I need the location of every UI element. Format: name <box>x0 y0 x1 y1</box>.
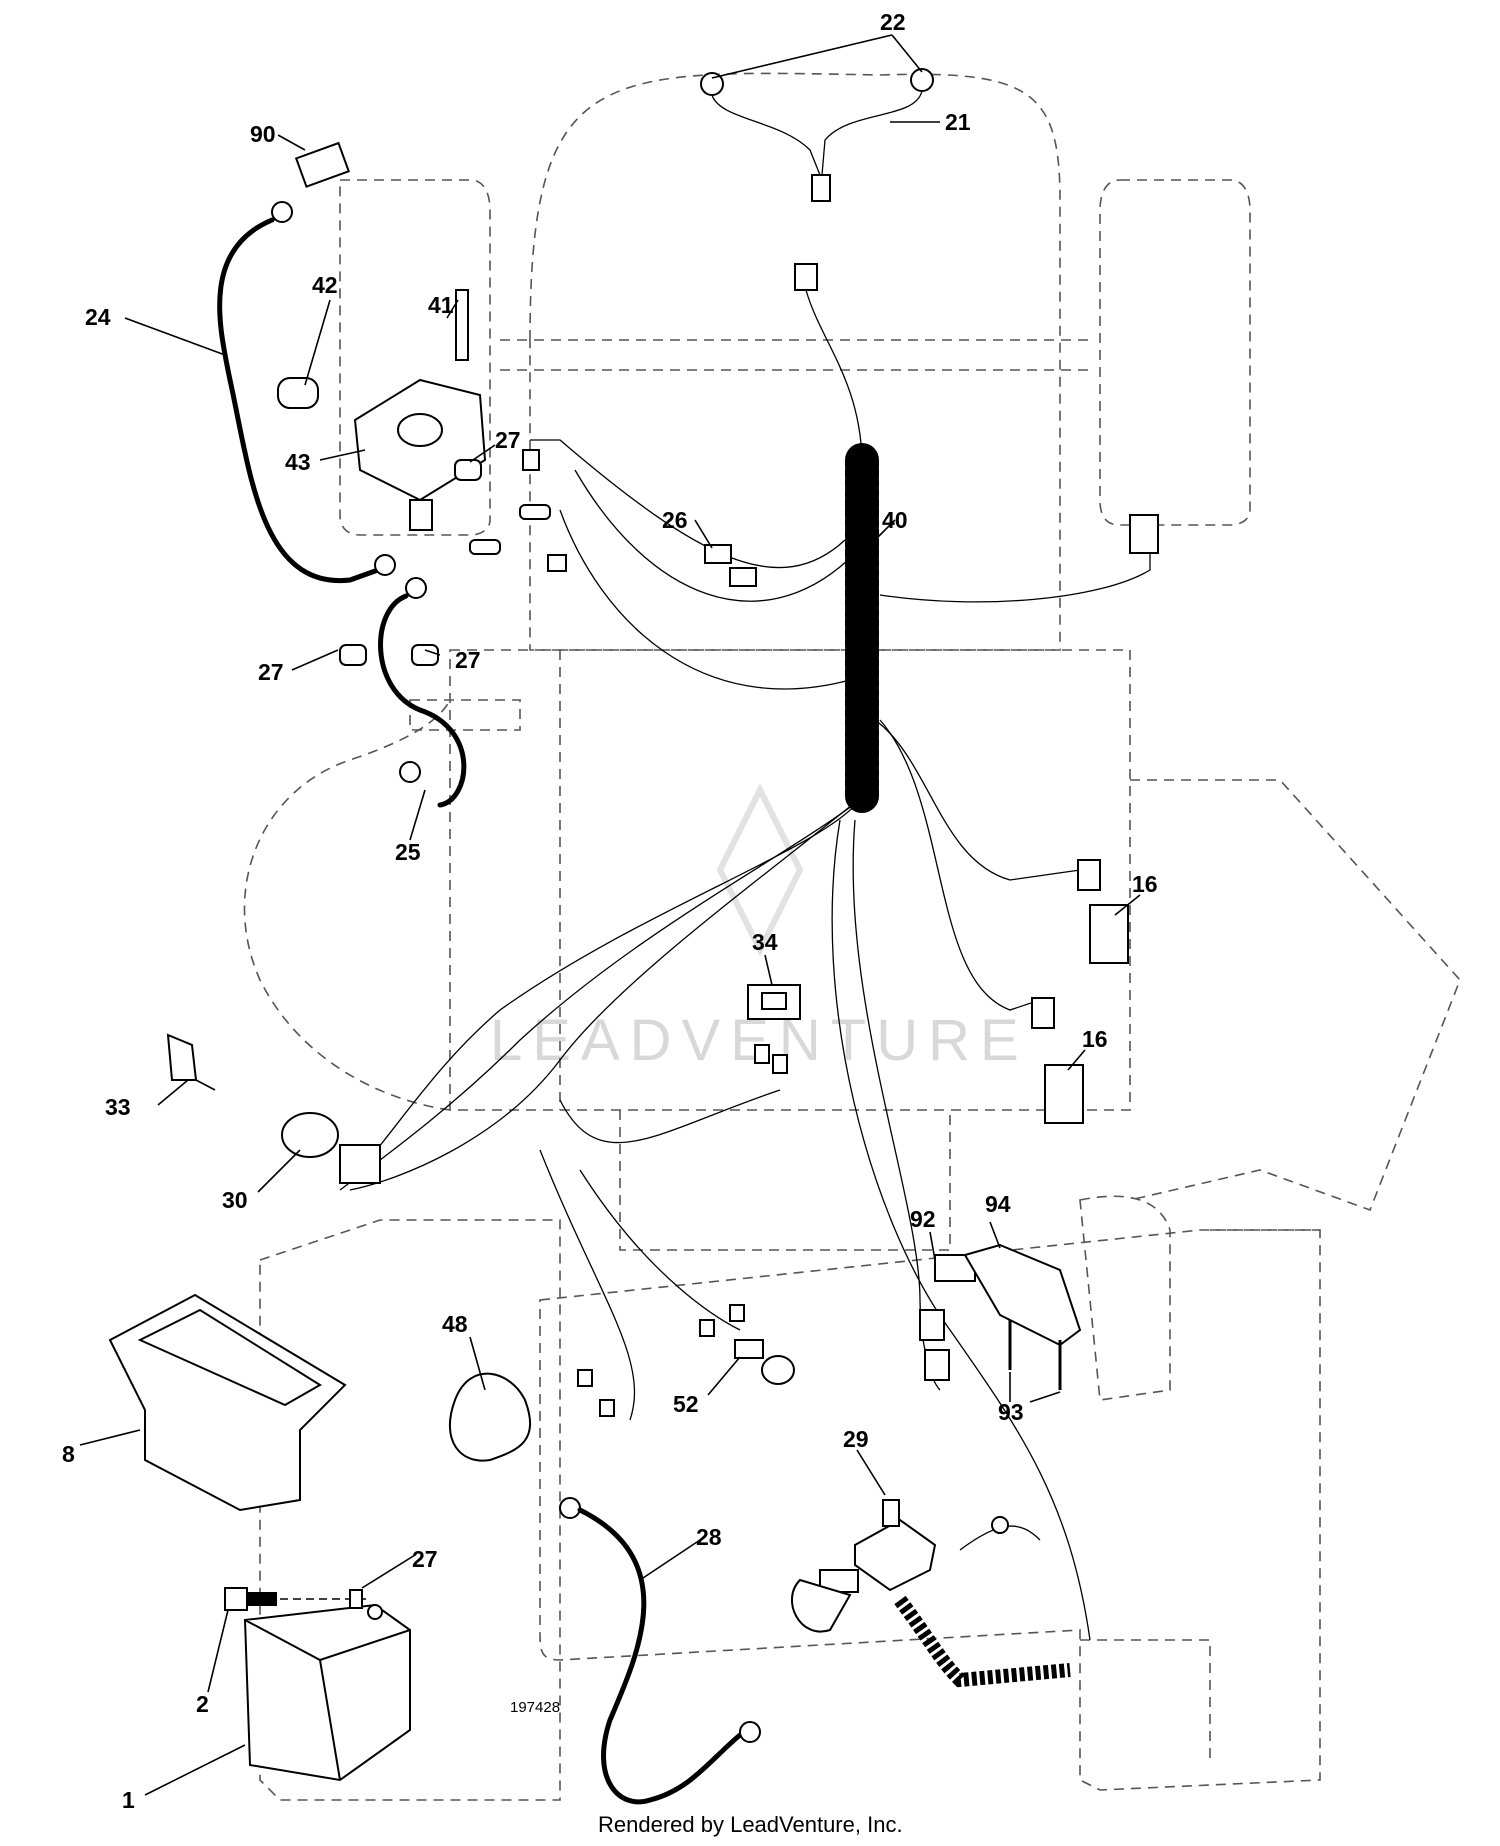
harness-right-connector <box>1129 514 1159 554</box>
callout-94: 94 <box>985 1191 1011 1217</box>
nut-27-d <box>349 1589 363 1609</box>
part-52-bulb <box>699 1304 795 1385</box>
part-30-ignition-switch <box>281 1112 381 1184</box>
callout-1: 1 <box>122 1787 135 1813</box>
callout-42: 42 <box>312 272 338 298</box>
cable-24 <box>217 217 381 583</box>
connector-92-c <box>924 1349 950 1381</box>
bolt-2-head <box>224 1587 248 1611</box>
module-94 <box>963 1243 1082 1347</box>
callout-48: 48 <box>442 1311 468 1337</box>
callout-92: 92 <box>910 1206 936 1232</box>
callout-27b: 27 <box>455 647 481 673</box>
switch-34-terminal-b <box>772 1054 788 1074</box>
callout-25: 25 <box>395 839 421 865</box>
part-2-bolt <box>224 1587 370 1611</box>
headlight-assembly <box>700 68 934 202</box>
switch-29-plunger <box>882 1499 900 1527</box>
callout-30: 30 <box>222 1187 248 1213</box>
callout-93: 93 <box>998 1399 1024 1425</box>
part-8-battery-tray <box>108 1293 347 1512</box>
callout-28: 28 <box>696 1524 722 1550</box>
bolt-2-shank <box>247 1592 277 1606</box>
part-92-94-93 <box>919 1243 1082 1390</box>
terminal-48-b <box>599 1399 615 1417</box>
cable-25 <box>378 593 467 808</box>
part-16-switches <box>1031 859 1129 1124</box>
callout-21: 21 <box>945 109 971 135</box>
render-credit: Rendered by LeadVenture, Inc. <box>598 1812 903 1837</box>
connector-26-b <box>729 567 757 587</box>
part-29-switch <box>790 1499 1071 1688</box>
harness-terminal-a <box>522 449 540 471</box>
harness-headlight-plug <box>794 263 818 291</box>
part-34-switch <box>747 984 801 1074</box>
connector-92-b <box>919 1309 945 1341</box>
part-27-nut-a <box>454 459 482 481</box>
connector-26-a <box>704 544 732 564</box>
coiled-cable <box>894 1595 1071 1688</box>
part-27-nut-c <box>411 644 439 666</box>
switch-29 <box>854 1518 937 1592</box>
bulb-52 <box>761 1355 795 1385</box>
tractor-frame-outline <box>243 72 1461 1801</box>
callout-43: 43 <box>285 449 311 475</box>
part-48-bulb <box>449 1369 615 1462</box>
part-1-battery <box>243 1603 411 1782</box>
switch-16-plug-b <box>1031 997 1055 1029</box>
callout-34: 34 <box>752 929 778 955</box>
part-42 <box>277 377 319 409</box>
callout-90: 90 <box>250 121 276 147</box>
cable-24-terminal-top <box>271 201 293 223</box>
switch-34-terminal-a <box>754 1044 770 1064</box>
part-26-connectors <box>704 544 757 587</box>
callout-27d: 27 <box>412 1546 438 1572</box>
socket-52 <box>734 1339 764 1359</box>
part-33-key <box>166 1033 216 1091</box>
cable-28-terminal-bottom <box>739 1721 761 1743</box>
callout-22: 22 <box>880 9 906 35</box>
switch-16-a <box>1089 904 1129 964</box>
part-41-bolt <box>455 289 469 361</box>
bulb-48 <box>449 1372 531 1462</box>
callout-8: 8 <box>62 1441 75 1467</box>
callout-52: 52 <box>673 1391 699 1417</box>
switch-16-b <box>1044 1064 1084 1124</box>
callout-40: 40 <box>882 507 908 533</box>
callout-41: 41 <box>428 292 454 318</box>
callout-24: 24 <box>85 304 111 330</box>
part-27-nut-b <box>339 644 367 666</box>
callout-16b: 16 <box>1082 1026 1108 1052</box>
callout-29: 29 <box>843 1426 869 1452</box>
ignition-switch-30 <box>281 1112 339 1158</box>
switch-34-body <box>747 984 801 1020</box>
callout-27a: 27 <box>495 427 521 453</box>
callout-27c: 27 <box>258 659 284 685</box>
main-harness <box>339 263 1159 1641</box>
callout-labels: 22 21 90 42 41 24 43 27 26 40 27 27 25 1… <box>62 9 1158 1813</box>
leader-lines <box>79 34 1141 1796</box>
headlight-right <box>910 68 934 92</box>
callout-16a: 16 <box>1132 871 1158 897</box>
cable-28 <box>559 1497 761 1805</box>
upper-left-parts <box>217 141 567 808</box>
switch-16-plug-a <box>1077 859 1101 891</box>
cable-24-terminal-bottom <box>374 554 396 576</box>
callout-33: 33 <box>105 1094 131 1120</box>
callout-26: 26 <box>662 507 688 533</box>
cable-28-terminal-top <box>559 1497 581 1519</box>
solenoid-stud <box>409 499 433 531</box>
terminal-48-a <box>577 1369 593 1387</box>
cable-25-terminal-top <box>405 577 427 599</box>
drawing-number: 197428 <box>510 1699 560 1716</box>
cable-25-terminal-bottom <box>399 761 421 783</box>
part-90-bracket <box>294 141 351 188</box>
callout-2: 2 <box>196 1691 209 1717</box>
ignition-switch-connector <box>339 1144 381 1184</box>
headlight-connector <box>811 174 831 202</box>
bullet-connector <box>469 539 501 555</box>
key-33 <box>166 1033 198 1081</box>
harness-terminal-b <box>547 554 567 572</box>
